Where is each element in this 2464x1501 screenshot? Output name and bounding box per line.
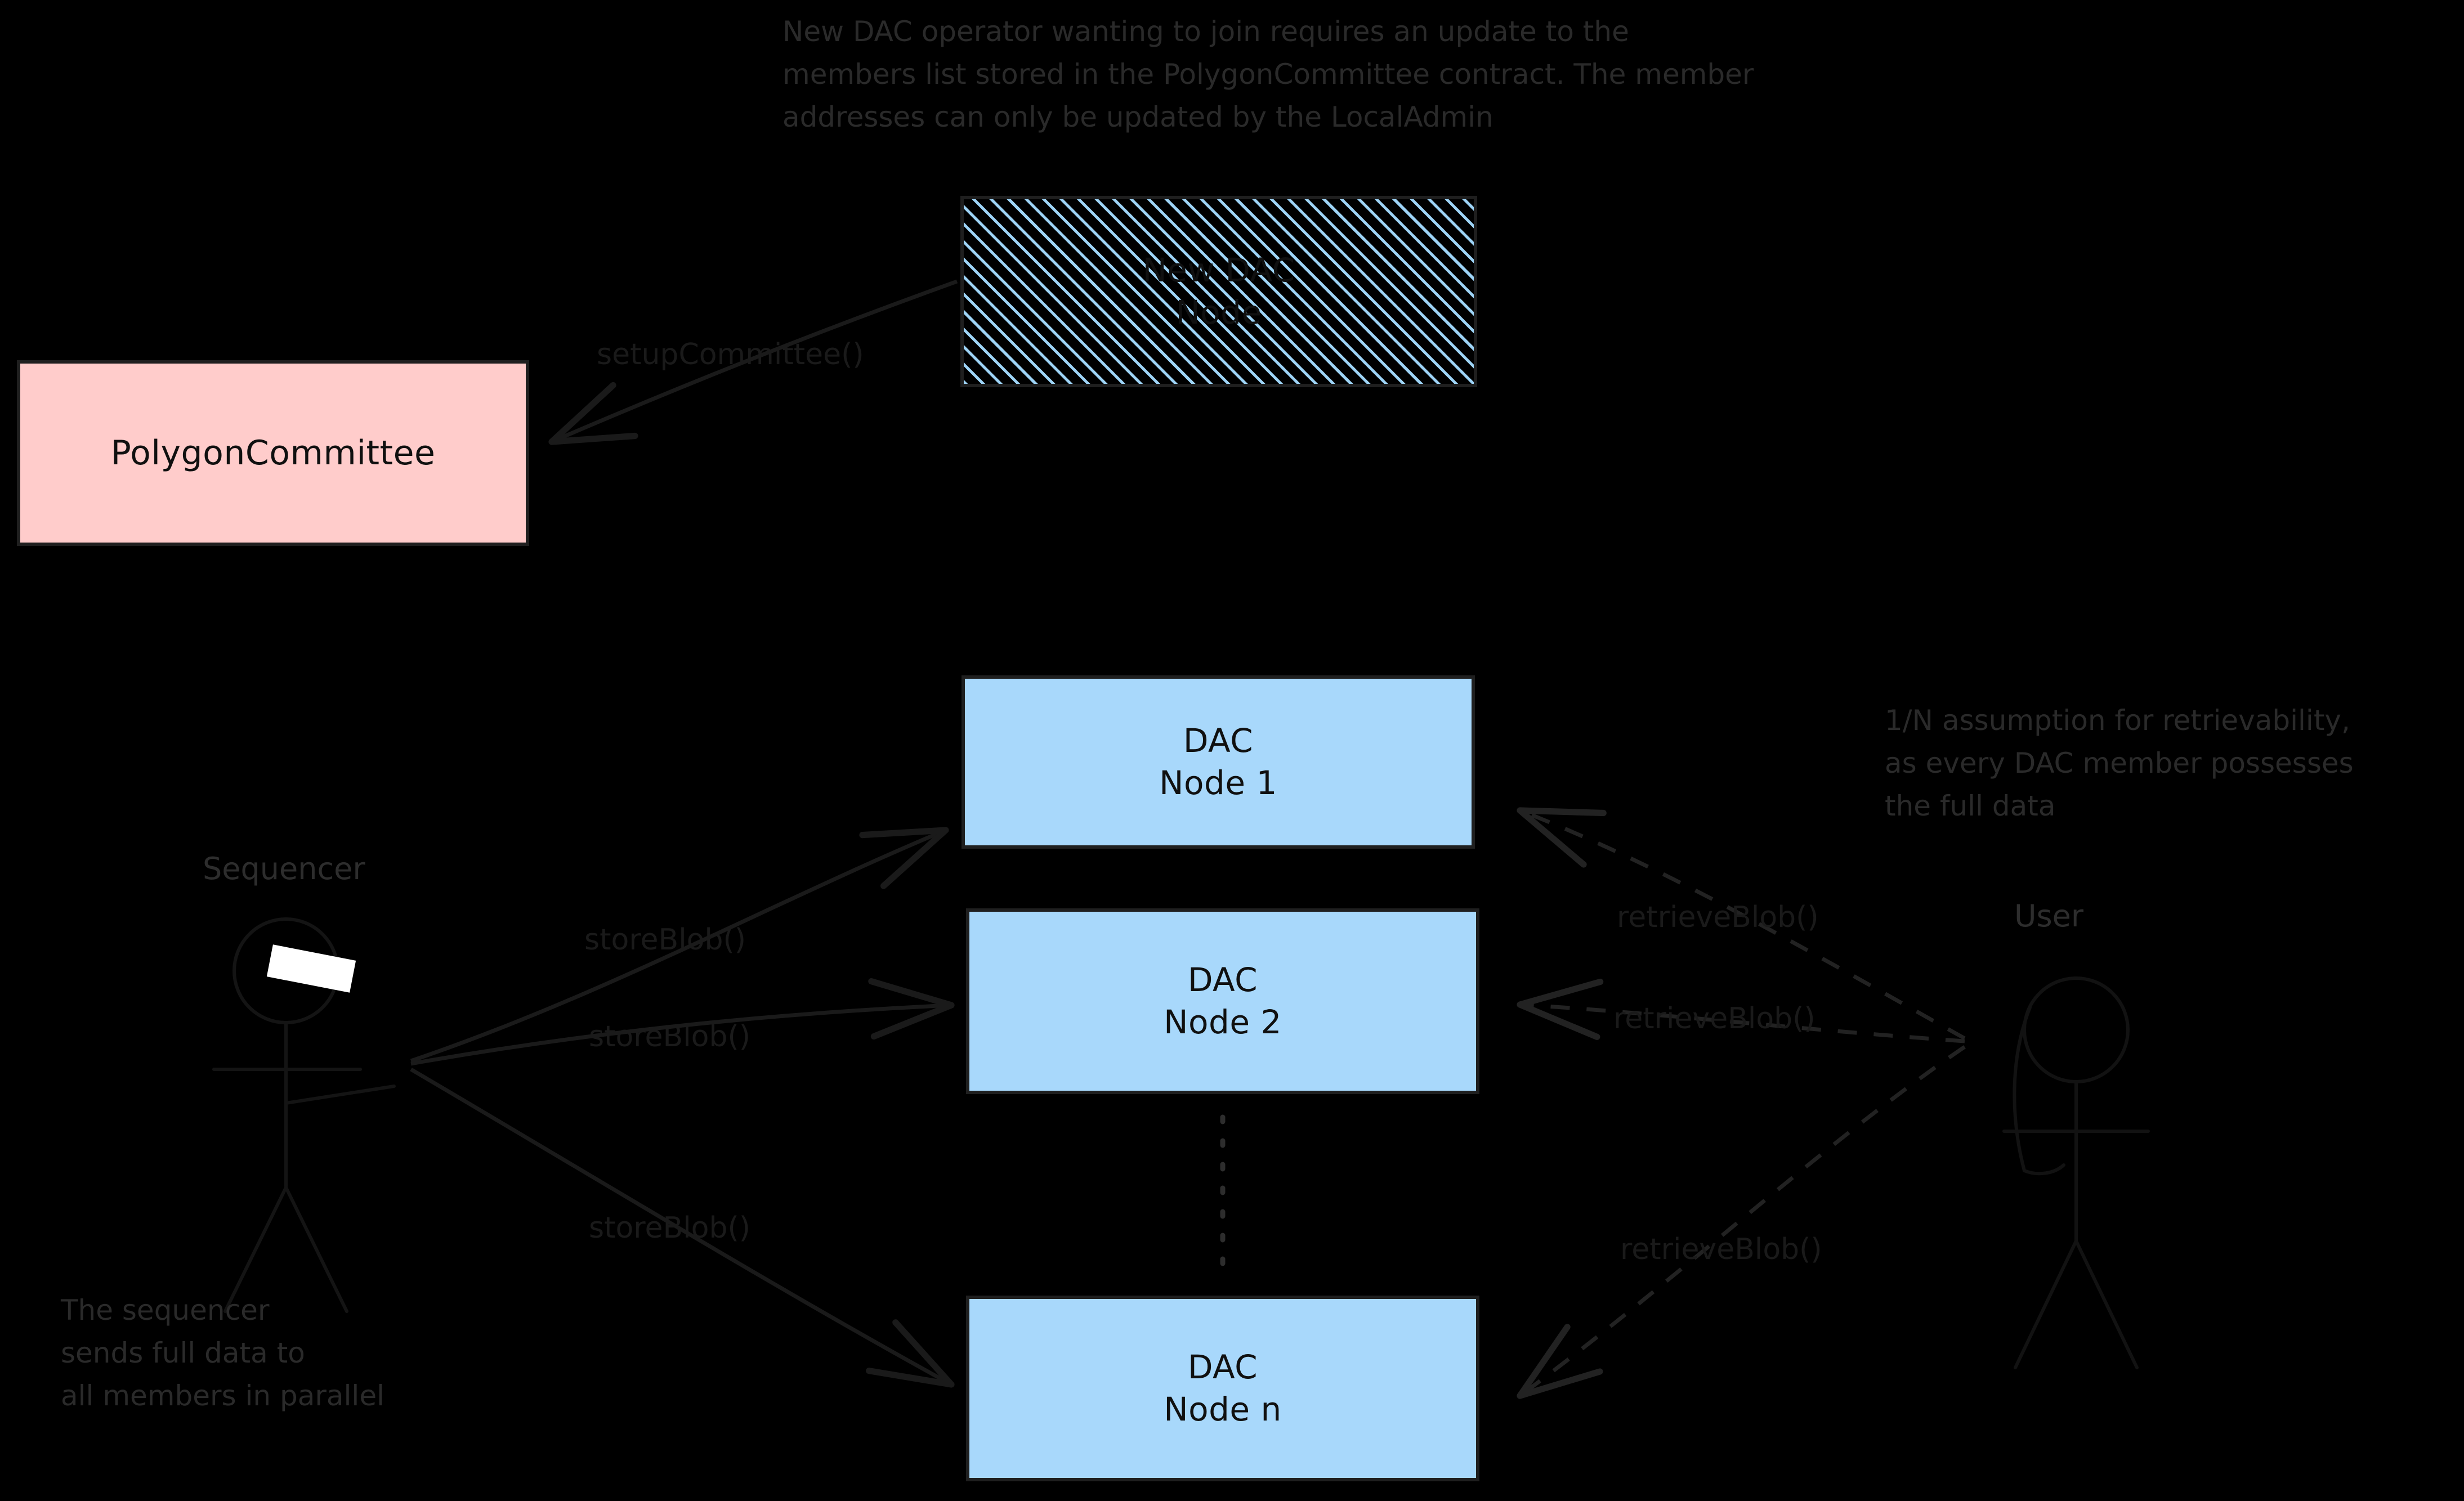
- node-dac-node-n-line-2: Node n: [1164, 1390, 1282, 1428]
- node-dac-node-n-line-1: DAC: [1187, 1347, 1258, 1386]
- edge-retrieve-blob-n: [1517, 1045, 1966, 1399]
- node-dac-node-2-line-2: Node 2: [1164, 1003, 1282, 1041]
- node-new-dac-node-line-1: New DAC: [1142, 250, 1295, 289]
- edge-label-setup-committee: setupCommittee(): [597, 338, 864, 371]
- node-dac-node-1-line-1: DAC: [1183, 721, 1254, 760]
- sequencer-figure: [212, 917, 396, 1313]
- edge-label-retrieve-blob-n: retrieveBlob(): [1620, 1233, 1822, 1266]
- edge-label-retrieve-blob-1: retrieveBlob(): [1617, 900, 1819, 934]
- node-dac-node-2[interactable]: DAC Node 2: [966, 908, 1479, 1094]
- sequencer-sign: [266, 944, 356, 993]
- edge-label-retrieve-blob-2: retrieveBlob(): [1613, 1002, 1815, 1036]
- edge-label-store-blob-n: storeBlob(): [589, 1211, 751, 1245]
- actor-label-sequencer: Sequencer: [203, 851, 365, 886]
- node-polygon-committee-label: PolygonCommittee: [110, 433, 436, 473]
- user-figure: [2002, 976, 2150, 1369]
- edge-label-store-blob-1: storeBlob(): [584, 923, 746, 957]
- node-new-dac-node[interactable]: New DAC Node: [960, 196, 1477, 387]
- edge-label-store-blob-2: storeBlob(): [589, 1020, 751, 1054]
- node-polygon-committee[interactable]: PolygonCommittee: [17, 360, 529, 546]
- annotation-top-note: New DAC operator wanting to join require…: [782, 15, 1754, 133]
- annotation-right-note: 1/N assumption for retrievability, as ev…: [1885, 704, 2354, 822]
- node-dac-node-1-line-2: Node 1: [1159, 764, 1277, 802]
- node-dac-node-n[interactable]: DAC Node n: [966, 1296, 1479, 1481]
- node-dac-node-2-line-1: DAC: [1187, 960, 1258, 999]
- node-new-dac-node-line-2: Node: [1175, 293, 1262, 331]
- node-dac-node-1[interactable]: DAC Node 1: [962, 675, 1475, 849]
- actor-label-user: User: [2014, 898, 2084, 934]
- annotation-bottom-left-note: The sequencer sends full data to all mem…: [61, 1294, 384, 1412]
